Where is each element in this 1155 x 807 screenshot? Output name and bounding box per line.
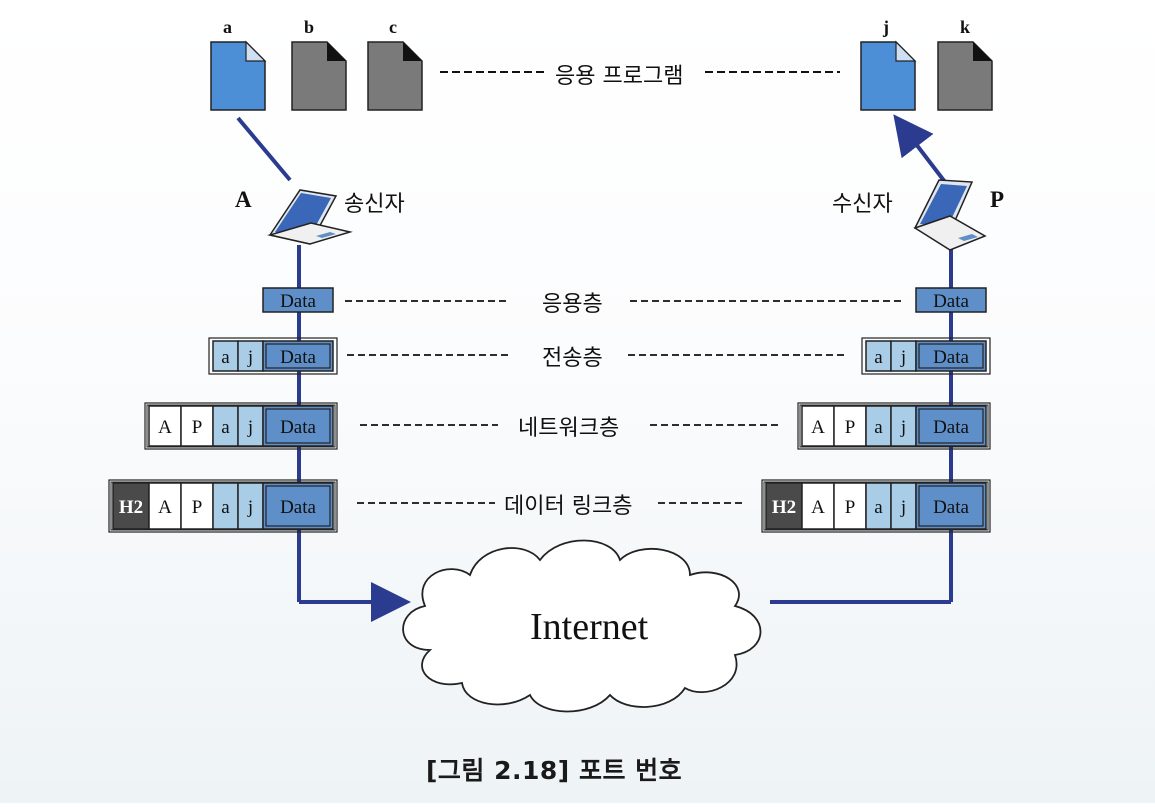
file-icon-j xyxy=(860,40,917,111)
sender-layer0-data-text: Data xyxy=(280,291,316,312)
file-label-c: c xyxy=(389,17,397,37)
receiver-layer3-data-cell xyxy=(915,482,987,530)
receiver-layer3-data-inner xyxy=(918,485,984,527)
receiver-layer0-data-cell xyxy=(915,287,987,313)
sender-layer3-frame-text: H2 xyxy=(119,497,143,518)
file-icon-c xyxy=(367,41,423,111)
receiver-layer2-dst_host-cell xyxy=(833,405,867,447)
receiver-laptop-icon xyxy=(913,179,987,251)
file-icon-k xyxy=(937,41,993,111)
receiver-layer1-data-text: Data xyxy=(933,347,969,368)
sender-layer2-data-inner xyxy=(265,408,331,444)
sender-layer3-frame xyxy=(108,479,338,533)
sender-layer1-src_port-cell xyxy=(212,340,239,372)
internet-label: Internet xyxy=(530,606,649,648)
sender-layer2-dst_port-cell xyxy=(237,405,264,447)
sender-layer2-dst_port-text: j xyxy=(247,417,253,438)
sender-layer2-src_host-text: A xyxy=(158,417,172,438)
transport-layer-label: 전송층 xyxy=(542,346,603,371)
application-layer-label: 응용층 xyxy=(542,292,603,317)
sender-layer2-src_port-text: a xyxy=(221,417,230,438)
internet-cloud-icon xyxy=(402,539,762,713)
receiver-layer2-data-inner xyxy=(918,408,984,444)
sender-layer3-dst_host-text: P xyxy=(192,497,203,518)
receiver-layer3-src_port-text: a xyxy=(874,497,883,518)
receiver-layer1-dst_port-text: j xyxy=(900,347,906,368)
file-icon-a xyxy=(210,40,267,111)
file-label-j: j xyxy=(883,17,889,37)
receiver-layer1-data-cell xyxy=(915,340,987,372)
file-icon-b xyxy=(291,41,347,111)
sender-layer3-src_host-cell xyxy=(148,482,182,530)
sender-layer1-data-text: Data xyxy=(280,347,316,368)
receiver-layer3-inner-frame xyxy=(763,481,989,531)
receiver-layer2-dst_port-cell xyxy=(890,405,917,447)
sender-layer1-data-cell xyxy=(262,340,334,372)
sender-file-link xyxy=(236,116,292,182)
receiver-layer2-src_port-cell xyxy=(865,405,892,447)
network-layer-label: 네트워크층 xyxy=(518,416,620,441)
receiver-layer1-data-inner xyxy=(918,343,984,369)
file-label-k: k xyxy=(960,17,971,37)
sender-layer3-src_port-cell xyxy=(212,482,239,530)
receiver-layer1-src_port-text: a xyxy=(874,347,883,368)
datalink-layer-label: 데이터 링크층 xyxy=(504,494,633,519)
sender-layer3-inner-frame xyxy=(110,481,336,531)
file-label-a: a xyxy=(223,17,232,37)
sender-layer1-dst_port-text: j xyxy=(247,347,253,368)
application-program-label: 응용 프로그램 xyxy=(555,64,684,89)
sender-host-letter: A xyxy=(235,187,252,212)
receiver-layer1-dst_port-cell xyxy=(890,340,917,372)
receiver-layer2-inner-frame xyxy=(799,404,989,448)
sender-layer3-data-cell xyxy=(262,482,334,530)
sender-label: 송신자 xyxy=(344,192,405,217)
sender-layer0-data-cell xyxy=(262,287,334,313)
figure-caption: [그림 2.18] 포트 번호 xyxy=(426,756,683,785)
sender-layer3-dst_port-cell xyxy=(237,482,264,530)
sender-layer3-dst_host-cell xyxy=(180,482,214,530)
receiver-layer3-frame-text: H2 xyxy=(772,497,796,518)
sender-layer3-frame-cell xyxy=(112,482,150,530)
sender-layer2-data-text: Data xyxy=(280,417,316,438)
receiver-label: 수신자 xyxy=(832,192,893,217)
sender-layer2-src_port-cell xyxy=(212,405,239,447)
receiver-layer2-src_port-text: a xyxy=(874,417,883,438)
sender-layer1-src_port-text: a xyxy=(221,347,230,368)
sender-laptop-icon xyxy=(267,189,353,245)
receiver-layer0-data-text: Data xyxy=(933,291,969,312)
receiver-layer2-dst_port-text: j xyxy=(900,417,906,438)
receiver-layer3-frame xyxy=(761,479,991,533)
receiver-layer2-src_host-text: A xyxy=(811,417,825,438)
receiver-layer1-src_port-cell xyxy=(865,340,892,372)
receiver-layer2-frame xyxy=(797,402,991,450)
receiver-layer3-dst_host-text: P xyxy=(845,497,856,518)
sender-layer1-data-inner xyxy=(265,343,331,369)
sender-layer3-data-inner xyxy=(265,485,331,527)
receiver-file-link xyxy=(893,114,947,184)
receiver-layer3-data-text: Data xyxy=(933,497,969,518)
sender-layer3-src_host-text: A xyxy=(158,497,172,518)
sender-layer2-dst_host-text: P xyxy=(192,417,203,438)
receiver-layer3-src_host-text: A xyxy=(811,497,825,518)
file-label-b: b xyxy=(304,17,315,37)
sender-layer2-frame xyxy=(144,402,338,450)
receiver-layer3-dst_port-text: j xyxy=(900,497,906,518)
sender-layer1-frame xyxy=(208,337,338,375)
sender-layer3-data-text: Data xyxy=(280,497,316,518)
receiver-layer3-src_port-cell xyxy=(865,482,892,530)
receiver-layer2-data-cell xyxy=(915,405,987,447)
sender-layer3-src_port-text: a xyxy=(221,497,230,518)
receiver-layer1-frame xyxy=(861,337,991,375)
receiver-layer2-dst_host-text: P xyxy=(845,417,856,438)
sender-layer3-dst_port-text: j xyxy=(247,497,253,518)
sender-layer2-inner-frame xyxy=(146,404,336,448)
sender-layer2-data-cell xyxy=(262,405,334,447)
receiver-host-letter: P xyxy=(990,187,1005,212)
receiver-layer2-data-text: Data xyxy=(933,417,969,438)
